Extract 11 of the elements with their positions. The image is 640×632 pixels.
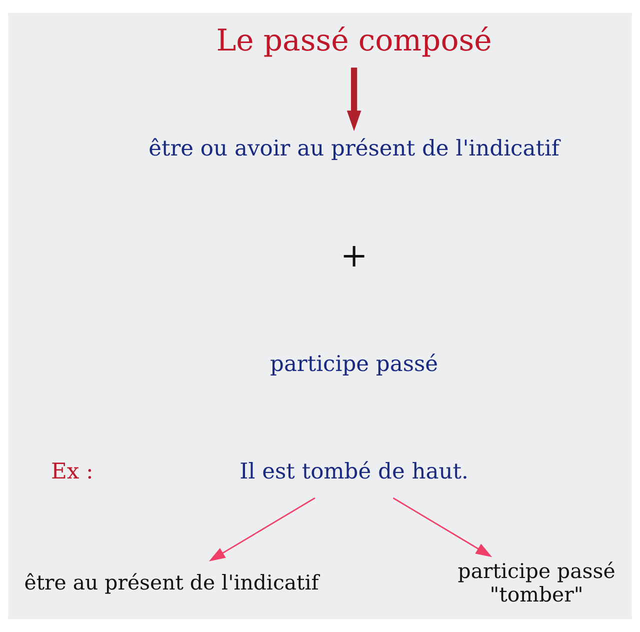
node-text: être ou avoir au présent de l'indicatif	[148, 136, 560, 162]
node-text: être au présent de l'indicatif	[24, 570, 319, 595]
label: Ex :	[50, 459, 94, 484]
arrow	[392, 497, 492, 558]
node-text: Il est tombé de haut.	[240, 459, 468, 484]
arrow	[346, 68, 362, 132]
node-text: participe passé "tomber"	[458, 559, 616, 606]
node-text: participe passé	[270, 352, 438, 377]
node-text: Le passé composé	[216, 24, 492, 59]
arrow	[208, 497, 316, 562]
label: +	[340, 236, 368, 275]
